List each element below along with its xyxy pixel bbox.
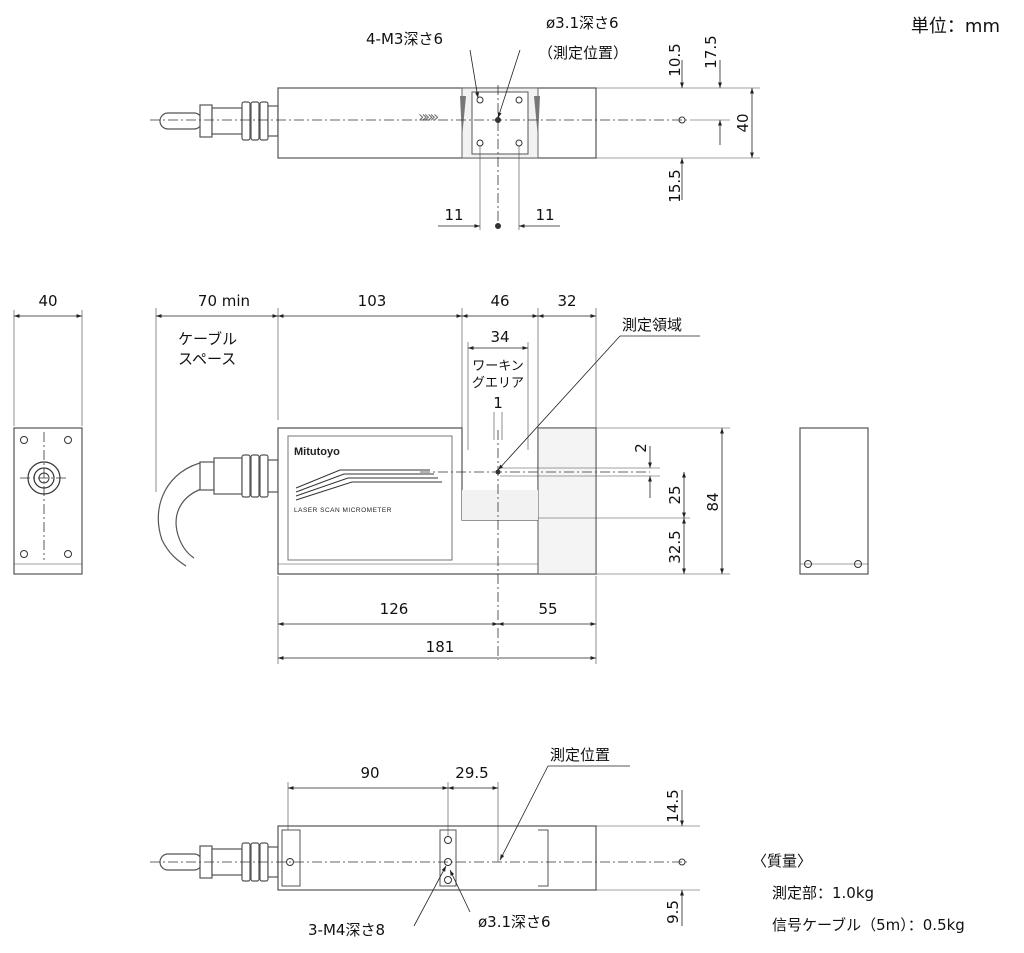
dim-84: 84 bbox=[704, 492, 722, 511]
dim-90: 90 bbox=[360, 764, 379, 782]
front-view: 70 min ケーブル スペース Mitutoyo LASER SCAN MIC… bbox=[155, 292, 730, 664]
front-cable-connector bbox=[199, 454, 279, 498]
top-window-right bbox=[534, 96, 540, 138]
dim-46: 46 bbox=[490, 292, 509, 310]
dim-55: 55 bbox=[538, 600, 557, 618]
top-m3-hole-label: 4-M3深さ6 bbox=[366, 30, 443, 48]
mass-head: 測定部：1.0kg bbox=[772, 884, 874, 902]
product-label: LASER SCAN MICROMETER bbox=[294, 507, 392, 514]
cable-space-label-1: ケーブル bbox=[178, 330, 237, 348]
dim-15-5: 15.5 bbox=[666, 169, 684, 202]
bottom-view: 90 29.5 測定位置 14.5 9.5 3-M4深さ8 ø3.1深さ6 bbox=[150, 746, 700, 939]
top-cable-connector bbox=[159, 101, 279, 141]
dim-32-5: 32.5 bbox=[666, 530, 684, 563]
side-view-left: 40 bbox=[13, 292, 83, 575]
bottom-m4-hole-label: 3-M4深さ8 bbox=[308, 921, 385, 939]
dim-126: 126 bbox=[380, 600, 409, 618]
dim-32: 32 bbox=[557, 292, 576, 310]
dim-11-left: 11 bbox=[444, 206, 463, 224]
dim-1: 1 bbox=[493, 394, 503, 412]
dim-11-right: 11 bbox=[535, 206, 554, 224]
top-dia-hole-label: ø3.1深さ6 bbox=[546, 14, 619, 32]
cable-space-label-2: スペース bbox=[178, 350, 236, 368]
dim-10-5: 10.5 bbox=[666, 43, 684, 76]
dim-103: 103 bbox=[358, 292, 387, 310]
top-dia-note: （測定位置） bbox=[538, 44, 628, 62]
measuring-position-label: 測定位置 bbox=[550, 746, 610, 764]
dim-9-5: 9.5 bbox=[664, 900, 682, 924]
dim-25: 25 bbox=[666, 485, 684, 504]
bottom-dia-hole-label: ø3.1深さ6 bbox=[478, 913, 551, 931]
bottom-head-body bbox=[277, 825, 597, 891]
dim-40-side: 40 bbox=[38, 292, 57, 310]
top-plate bbox=[471, 91, 529, 155]
measuring-region-label: 測定領域 bbox=[622, 316, 682, 334]
laser-stripes-icon bbox=[295, 469, 442, 501]
top-head-body bbox=[277, 87, 597, 159]
top-view: »»» 4-M3深さ6 ø3.1深さ6 （測定位置） 10.5 17.5 40 … bbox=[150, 14, 760, 230]
dim-14-5: 14.5 bbox=[664, 789, 682, 822]
dim-70-min: 70 min bbox=[198, 292, 250, 310]
side-view-right bbox=[799, 427, 869, 575]
dim-181: 181 bbox=[426, 638, 455, 656]
dim-2: 2 bbox=[632, 443, 650, 453]
dim-17-5: 17.5 bbox=[702, 35, 720, 68]
mass-block: 〈質量〉 測定部：1.0kg 信号ケーブル（5m）：0.5kg bbox=[752, 852, 965, 934]
mass-title: 〈質量〉 bbox=[752, 852, 812, 870]
unit-label: 単位：mm bbox=[911, 16, 1000, 37]
cable-bend bbox=[157, 461, 205, 567]
dim-40-top: 40 bbox=[734, 113, 752, 132]
top-window-left bbox=[460, 96, 466, 138]
dim-34: 34 bbox=[490, 328, 509, 346]
brand-logo: Mitutoyo bbox=[294, 446, 340, 458]
mass-cable: 信号ケーブル（5m）：0.5kg bbox=[772, 916, 965, 934]
working-area-label-2: グエリア bbox=[472, 376, 524, 391]
dim-29-5: 29.5 bbox=[455, 764, 488, 782]
working-area-label-1: ワーキン bbox=[472, 359, 524, 374]
front-label-panel bbox=[287, 435, 453, 561]
